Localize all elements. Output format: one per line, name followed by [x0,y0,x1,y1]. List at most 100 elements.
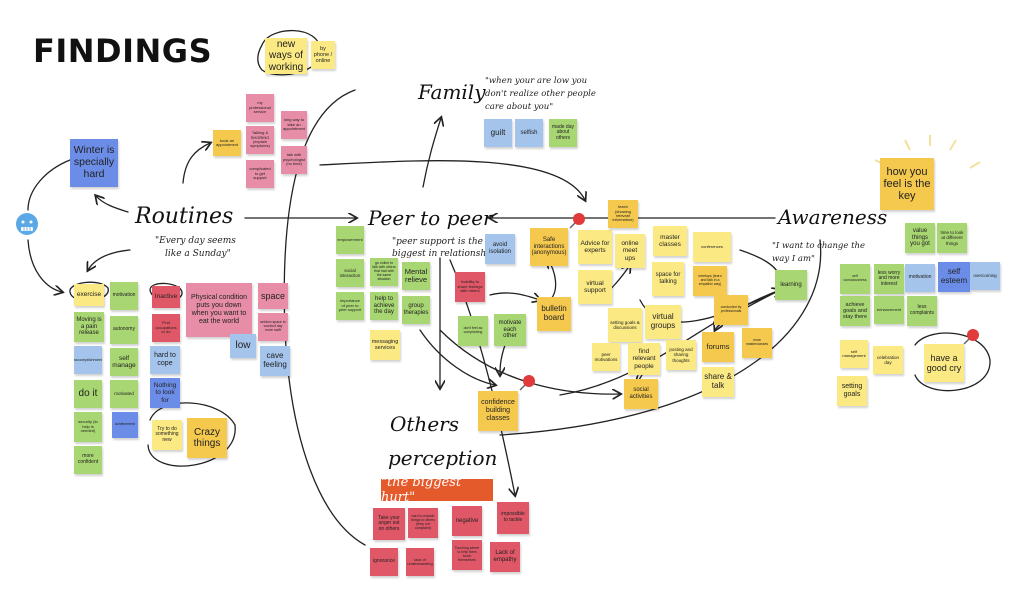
arrow-routines-quote [88,249,131,270]
note-more-masterclasses: more masterclasses [742,328,772,358]
heading-awareness: Awareness [778,205,888,229]
note-hard-to-cope: hard to cope [150,346,180,374]
curve-group-social [439,329,620,394]
note-confidence-classes: confidence building classes [478,391,518,431]
note-cave-feeling: cave feeling [260,346,290,376]
note-accomplishment: accomplishment [74,346,102,374]
cold-face-icon [16,213,38,235]
note-master-classes: master classes [653,226,687,256]
curve-awareness-classes [499,239,822,436]
note-talk-psychologist: talk with psychologist (no time) [281,146,307,174]
note-find-relevant-people: find relevant people [628,343,660,375]
pushpin-icon [569,213,585,229]
note-dont-feel-complaining: don't feel as complaining [458,316,488,346]
note-do-it: do it [74,380,102,408]
note-virtual-support: virtual support [578,270,612,304]
note-teach-showing: teach (showing relevant information) [608,200,638,228]
quote-routines-line-2: like a Sunday" [165,249,231,259]
note-self-manage: self manage [110,348,138,376]
quote-routines-line-1: "Every day seems [155,236,236,246]
circle-good-cry [914,332,991,392]
heading-family: Family [418,80,486,104]
note-seldom-space: seldom space to conduct day more swift [258,313,288,341]
note-lack-understanding: lack of understanding [406,548,434,576]
note-conferences: conferences [693,232,731,262]
note-less-worry: less worry and more interest [874,264,904,294]
pushpin-icon [963,329,979,345]
note-self-esteem: self esteem [938,262,970,292]
note-conducted-professionals: conducted by professionals [714,295,748,325]
note-social-interaction: social interaction [336,259,364,287]
note-crazy-things: Crazy things [187,418,227,458]
note-negative: negative [452,506,482,536]
note-motivate-each-other: motivate each other [494,314,526,346]
note-selfish: selfish [515,119,543,147]
note-impossible-tackle: impossible to tackle [497,502,529,534]
heading-perception: perception [388,446,498,470]
note-inactive: Inactive [152,286,180,308]
note-low: low [230,334,256,358]
note-self-management: self management [840,340,868,368]
note-security: security (to help is needed) [74,412,102,442]
note-good-cry: have a good cry [924,344,964,382]
curve-inability-bulletin [489,292,540,300]
note-space-for-talking: space for talking [652,262,684,296]
note-by-phone: by phone / online [311,41,335,69]
arrow-peer-family [422,118,441,188]
note-advice-experts: Advice for experts [578,230,612,264]
note-made-day: made day about others [549,119,577,147]
note-autonomy: autonomy [110,316,138,344]
note-achievement: achievement [112,412,138,438]
note-try-something-new: Try to do something new [152,420,182,450]
note-how-you-feel: how you feel is the key [880,158,934,210]
note-empowerment: empowerment [336,226,364,254]
note-learning: learning [775,270,807,300]
note-celebration-day: celebration day [873,346,903,374]
note-winter-hard: Winter is specially hard [70,139,118,187]
quote-awareness-line-1: "I want to change the [772,241,866,251]
note-motivated: motivated [110,380,138,408]
note-online-meetups: online meet ups [615,234,645,268]
note-hard-to-explain: hard to explain things to others (they n… [408,508,438,538]
heading-peer-to-peer: Peer to peer [368,206,493,230]
arc-emoji-winter [27,159,71,211]
note-avoid-isolation: avoid isolation [485,234,515,264]
note-achieve-goals: achieve goals and stay there [840,296,870,326]
note-ignorance: ignorance [370,548,398,576]
note-self-consciousness: self consciousness [840,264,870,294]
note-find-occupations: Find occupations to do [152,314,180,342]
note-posting-sharing: posting and sharing thoughts [666,340,696,370]
note-social-activities: social activities [624,379,658,409]
note-overcoming: overcoming [970,262,1000,290]
page-title: FINDINGS [33,32,213,70]
banner-biggest-hurt: "the biggest hurt" [381,475,493,505]
note-importance-peer: importance of peer to peer support [336,292,364,320]
note-my-professional-service: my professional service [246,94,274,122]
note-new-ways-of-working: new ways of working [265,38,307,74]
note-motivation-awareness: motivation [905,264,935,292]
note-enhancement: enhancement [874,296,904,324]
quote-family-line-2: don't realize other people [485,89,596,99]
note-long-way: long way to take an appointment [281,111,307,139]
note-nothing-to-look-for: Nothing to look for [150,378,180,408]
note-messaging: messaging services [370,330,400,360]
note-motivation: motivation [110,282,138,310]
note-complicated-support: complicated to get support [246,160,274,188]
note-moving-pain: Moving is a pain release [74,312,104,342]
note-lack-empathy: Lack of empathy [490,542,520,572]
quote-family-line-1: "when your are low you [485,76,588,86]
note-forums: forums [702,332,734,362]
note-value-things: value things you got [905,223,935,253]
quote-peer-line-1: "peer support is the [392,237,483,247]
note-take-anger: Take your anger out on others [373,508,405,540]
heading-routines: Routines [135,204,234,229]
note-inability-share: Inability to share feelings with others [455,272,485,302]
note-book-appointment: book an appointment [213,130,241,156]
quote-awareness-line-2: way I am" [772,254,815,264]
note-guilt: guilt [484,119,512,147]
curve-psych-safe [319,160,585,200]
note-peer-motivations: peer motivations [592,343,620,371]
quote-peer-line-2: biggest in relationship" [392,249,499,259]
arrow-routines-appointments [182,143,210,184]
